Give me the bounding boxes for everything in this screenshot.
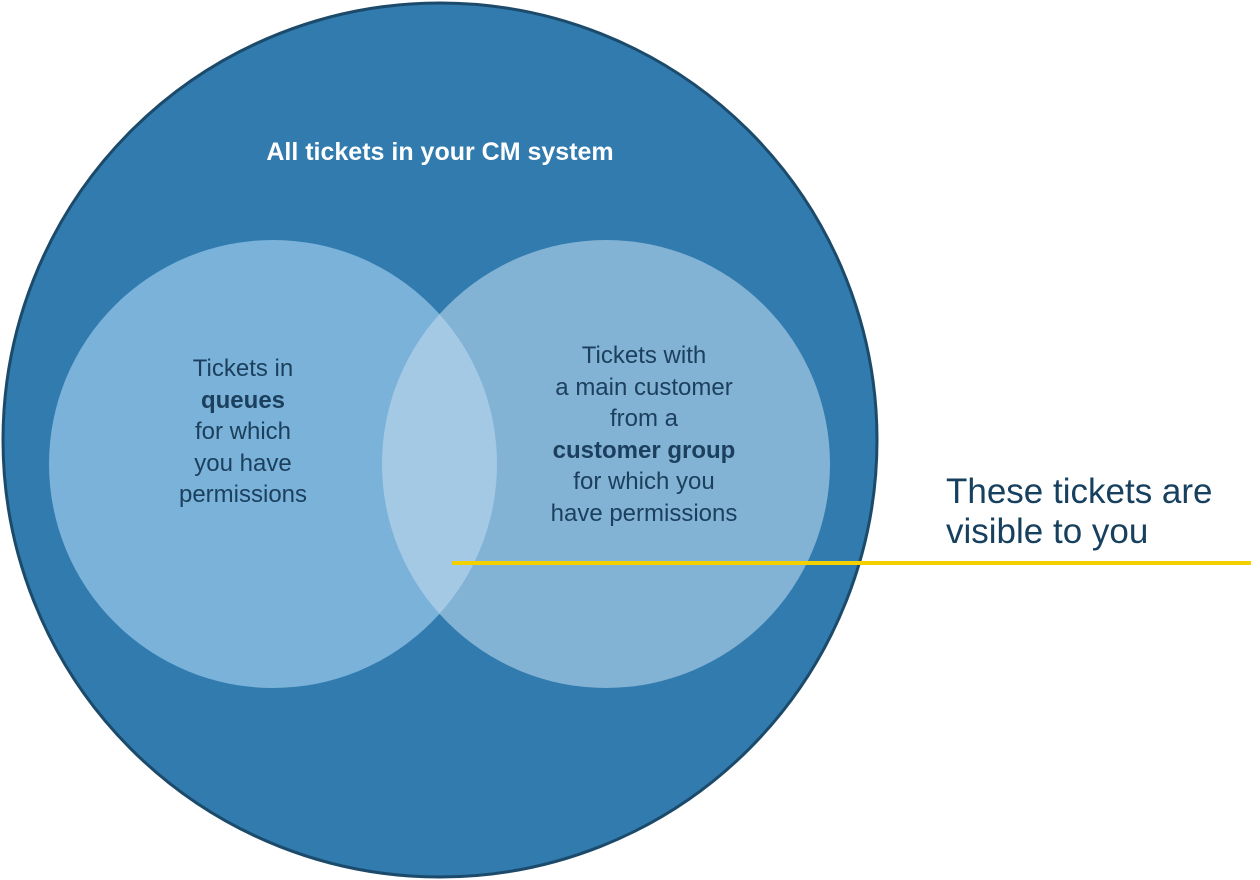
right-circle-customer-group xyxy=(382,240,830,688)
right-set-label-line: for which you xyxy=(573,468,715,495)
left-set-label-line: queues xyxy=(200,386,286,414)
right-set-label-line: a main customer xyxy=(555,373,733,401)
callout-line-1: These tickets are xyxy=(946,472,1213,511)
callout-line-2: visible to you xyxy=(946,512,1149,551)
right-set-label: Tickets with a main customer from a custome… xyxy=(494,340,794,529)
left-circle-queues xyxy=(49,240,497,688)
right-set-label-line: have permissions xyxy=(550,499,738,527)
right-set-label-line: Tickets with xyxy=(581,342,707,369)
left-set-label-line: for which xyxy=(194,418,292,445)
left-set-label-line: permissions xyxy=(178,481,308,508)
right-set-label-line: from a xyxy=(609,405,678,432)
left-set-label-line: Tickets in xyxy=(192,355,294,382)
left-set-label-line: you have xyxy=(194,449,292,477)
left-set-label: Tickets in queues for which you have permiss… xyxy=(143,353,343,511)
right-set-label-line: customer group xyxy=(552,436,736,464)
outer-set-label: All tickets in your CM system xyxy=(266,138,614,166)
callout-label: These tickets are visible to you xyxy=(946,472,1213,552)
